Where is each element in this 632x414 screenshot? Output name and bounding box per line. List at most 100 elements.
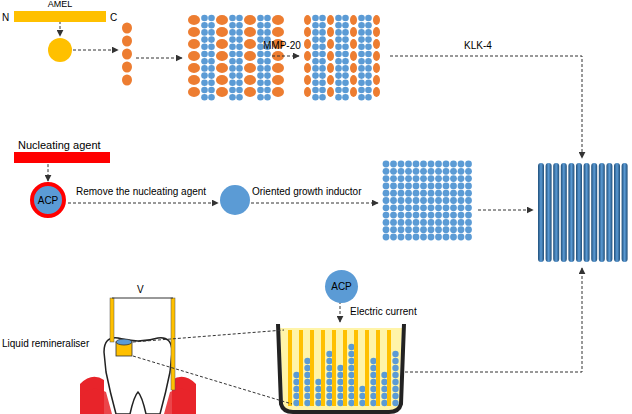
mineral-particle [413, 175, 420, 182]
mineral-particle [264, 65, 271, 72]
mineral-particle [405, 212, 412, 219]
enamel-rod [591, 163, 597, 262]
mineral-particle [342, 94, 349, 101]
mineral-particle [428, 204, 435, 211]
node-label: AMEL [14, 0, 106, 10]
mineral-particle [312, 80, 319, 87]
mineral-particle [337, 372, 343, 378]
mineral-particle [383, 204, 390, 211]
mineral-particle [381, 400, 387, 406]
mineral-particle [358, 65, 365, 72]
mineral-particle [358, 51, 365, 58]
mineral-particle [443, 197, 450, 204]
mineral-particle [405, 197, 412, 204]
mineral-particle [405, 168, 412, 175]
mineral-particle [229, 65, 236, 72]
mineral-particle [229, 80, 236, 87]
mineral-particle [398, 190, 405, 197]
mineral-particle [443, 234, 450, 241]
amelogenin-nanosphere [188, 15, 200, 25]
mineral-particle [398, 219, 405, 226]
mineral-particle [450, 204, 457, 211]
mineral-particle [236, 80, 243, 87]
mineral-particle [420, 175, 427, 182]
mineral-particle [315, 379, 321, 385]
amelogenin-nanosphere [244, 63, 256, 73]
amelogenin-nanosphere [272, 75, 284, 85]
mineral-particle [370, 372, 376, 378]
mineral-particle [229, 58, 236, 65]
mineral-particle [465, 168, 472, 175]
mineral-particle [257, 29, 264, 36]
amelogenin-nanosphere [122, 75, 132, 86]
mineral-particle [304, 386, 310, 392]
mineral-particle [208, 22, 215, 29]
mineral-particle [348, 379, 354, 385]
mineral-particle [383, 197, 390, 204]
mineral-particle [304, 358, 310, 364]
mineral-particle [390, 219, 397, 226]
amelogenin-nanosphere [272, 15, 284, 25]
mineral-particle [420, 204, 427, 211]
mineral-particle [319, 36, 326, 43]
arrow [272, 56, 299, 57]
mineral-particle [450, 161, 457, 168]
mineral-particle [337, 386, 343, 392]
mineral-particle [326, 372, 332, 378]
step-label: Electric current [350, 306, 417, 317]
mineral-particle [293, 379, 299, 385]
mineral-particle [358, 58, 365, 65]
mineral-particle [304, 400, 310, 406]
mineral-particle [304, 372, 310, 378]
mineral-particle [257, 44, 264, 51]
mineral-particle [370, 393, 376, 399]
enamel-rod [546, 163, 552, 262]
mineral-particle [257, 72, 264, 79]
mineral-particle [428, 161, 435, 168]
mineral-particle [342, 44, 349, 51]
mineral-particle [335, 65, 342, 72]
enamel-rod [561, 163, 567, 262]
mineral-particle [405, 190, 412, 197]
acp-circle: ACP [325, 270, 358, 303]
amelogenin-nanosphere [373, 63, 380, 73]
nucleating-agent-bar: Nucleating agent [14, 139, 110, 163]
mineral-particle [293, 400, 299, 406]
mineral-particle [392, 400, 398, 406]
amelogenin-nanosphere [304, 63, 311, 73]
mineral-particle [312, 94, 319, 101]
amelogenin-nanosphere [327, 51, 334, 61]
mineral-particle [201, 87, 208, 94]
mineral-particle [348, 372, 354, 378]
mineral-particle [335, 80, 342, 87]
enamel-rod [568, 163, 574, 262]
amelogenin-bar: AMEL [14, 0, 106, 22]
mineral-particle [236, 58, 243, 65]
mineral-particle [208, 44, 215, 51]
mineral-particle [264, 94, 271, 101]
mineral-particle [420, 226, 427, 233]
mineral-particle [443, 183, 450, 190]
amelogenin-nanosphere [327, 27, 334, 37]
connector-arrow [48, 164, 49, 181]
gum [80, 389, 196, 414]
mineral-particle [312, 72, 319, 79]
mineral-particle [405, 204, 412, 211]
mineral-particle [370, 379, 376, 385]
mineral-particle [443, 190, 450, 197]
mineral-particle [383, 234, 390, 241]
mineral-particle [326, 379, 332, 385]
amelogenin-nanosphere [304, 75, 311, 85]
mineral-particle [392, 372, 398, 378]
mineral-particle [208, 29, 215, 36]
mineral-particle [335, 58, 342, 65]
mineral-particle [335, 87, 342, 94]
electrode-strip [354, 330, 358, 406]
mineral-particle [390, 161, 397, 168]
mineral-particle [365, 87, 372, 94]
mineral-particle [398, 183, 405, 190]
amelogenin-nanosphere [304, 27, 311, 37]
amelogenin-nanosphere [327, 15, 334, 25]
mineral-particle [392, 351, 398, 357]
mineral-particle [335, 29, 342, 36]
